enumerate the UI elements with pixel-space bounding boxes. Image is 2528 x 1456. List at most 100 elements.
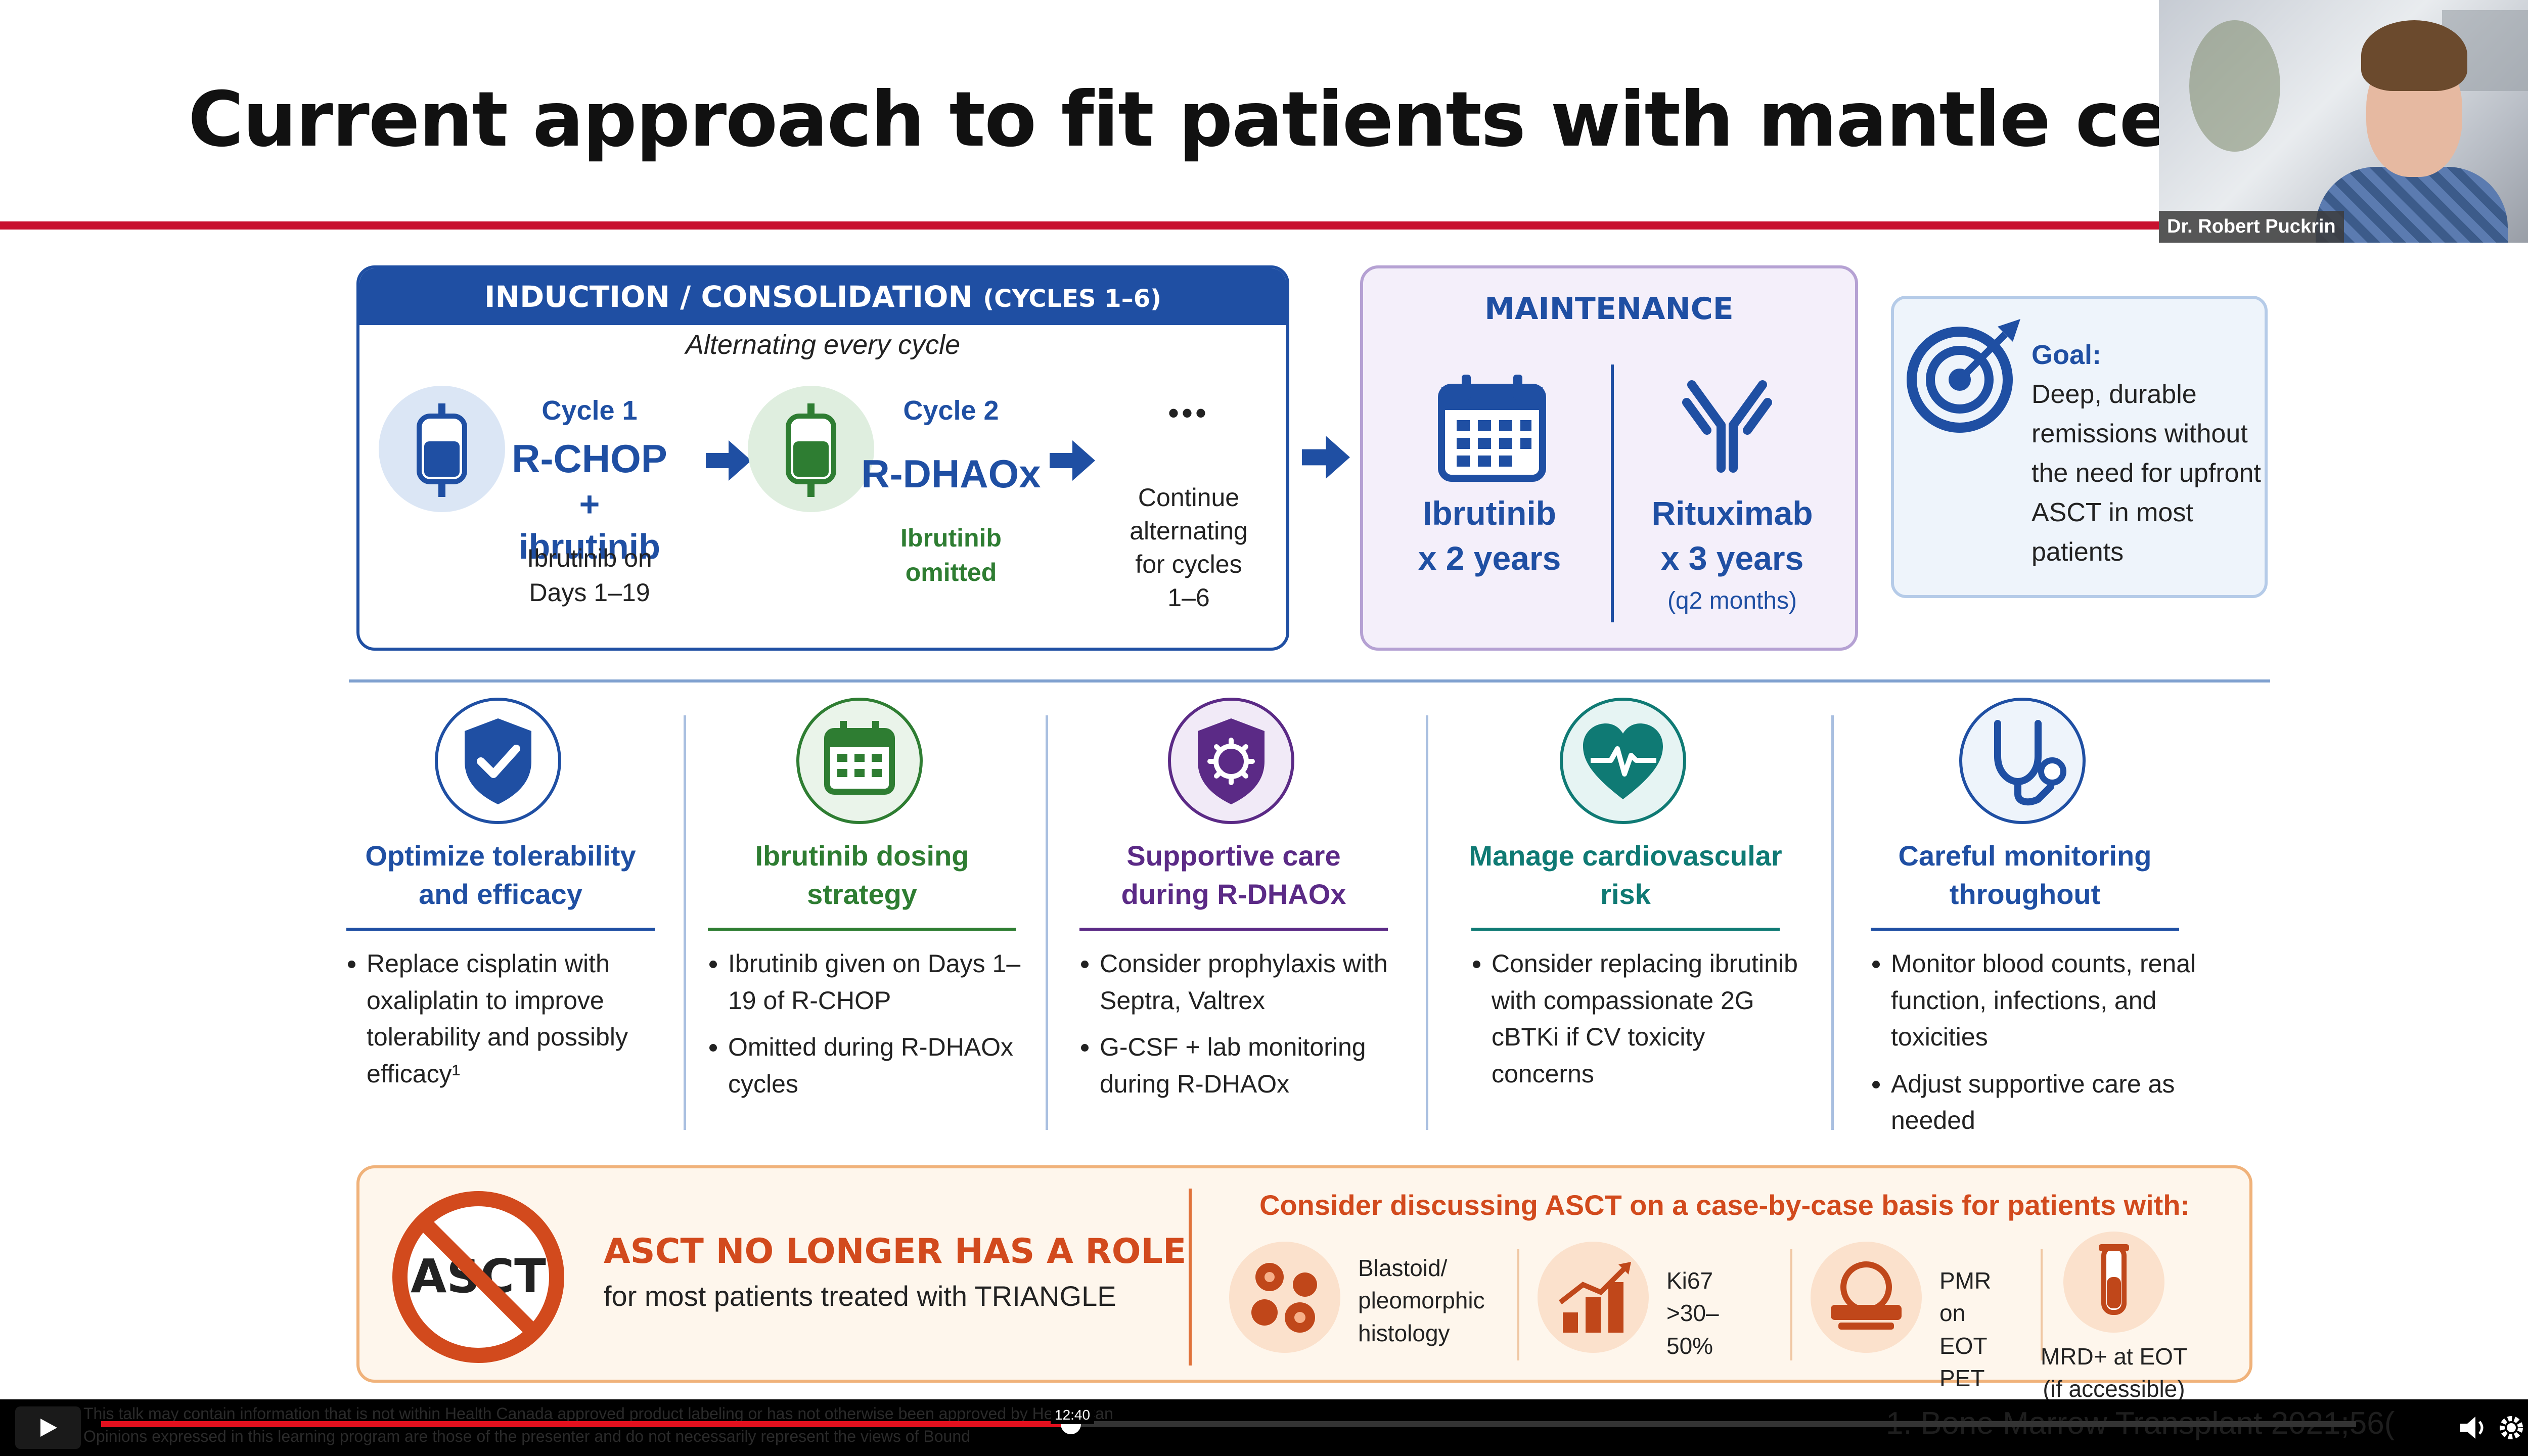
induction-box: INDUCTION / CONSOLIDATION (CYCLES 1–6) A…	[356, 265, 1289, 651]
cycle1-label: Cycle 1	[541, 395, 638, 426]
induction-header-text: INDUCTION / CONSOLIDATION	[484, 280, 973, 314]
ibrutinib-maintenance: Ibrutinib x 2 years	[1383, 491, 1596, 581]
goal-text: Deep, durable remissions without the nee…	[2032, 375, 2264, 572]
criterion-line: Ki67	[1666, 1267, 1713, 1294]
column-bullets: Consider prophylaxis with Septra, Valtre…	[1074, 945, 1408, 1112]
column-title-line1: Manage cardiovascular	[1469, 840, 1782, 872]
webcam-video: Dr. Robert Puckrin	[2159, 0, 2528, 243]
bullet: G-CSF + lab monitoring during R-DHAOx	[1100, 1029, 1408, 1102]
goal-line: remissions without	[2032, 419, 2248, 448]
no-asct-icon: ASCT	[392, 1191, 564, 1363]
presenter-hair	[2361, 20, 2467, 91]
goal-title: Goal:	[2032, 340, 2102, 370]
column-monitoring: Careful monitoring throughout Monitor bl…	[1850, 698, 2199, 1143]
goal-line: ASCT in most	[2032, 498, 2193, 527]
column-tolerability: Optimize tolerability and efficacy Repla…	[326, 698, 675, 1143]
criterion-separator	[2041, 1249, 2043, 1360]
criterion-line: pleomorphic	[1358, 1287, 1485, 1314]
continue-line: 1–6	[1167, 583, 1210, 612]
criterion-line: (if accessible)	[2043, 1376, 2185, 1402]
goal-line: the need for upfront	[2032, 459, 2261, 488]
continue-line: alternating	[1130, 517, 1248, 545]
column-separator	[1046, 715, 1048, 1130]
column-underline	[708, 928, 1016, 931]
drug1-line2: x 2 years	[1418, 539, 1561, 577]
bullet: Consider prophylaxis with Septra, Valtre…	[1100, 945, 1408, 1019]
column-title-line1: Supportive care	[1126, 840, 1341, 872]
cycle1-regimen-line1: R-CHOP	[512, 436, 667, 481]
column-title-line2: strategy	[807, 878, 917, 910]
disclaimer-line: Opinions expressed in this learning prog…	[83, 1427, 970, 1445]
cycle2-label: Cycle 2	[903, 395, 999, 426]
column-bullets: Ibrutinib given on Days 1–19 of R-CHOP O…	[703, 945, 1036, 1112]
criterion-text: PMR on EOT PET	[1939, 1264, 1991, 1395]
arrow-right-icon	[706, 440, 751, 481]
antibody-icon	[1682, 380, 1772, 473]
column-bullets: Consider replacing ibrutinib with compas…	[1466, 945, 1800, 1102]
cycle1-note-line1: Ibrutinib on	[527, 544, 652, 572]
cycle2-note: Ibrutinib omitted	[875, 521, 1027, 589]
rituximab-maintenance: Rituximab x 3 years	[1621, 491, 1843, 581]
criterion-line: Blastoid/	[1358, 1255, 1448, 1281]
slide-title: Current approach to fit patients with ma…	[188, 76, 2160, 164]
cycle1-regimen: R-CHOP + ibrutinib	[506, 435, 673, 568]
section-rule	[349, 679, 2270, 682]
background-plant	[2189, 20, 2280, 152]
criterion-line: EOT PET	[1939, 1332, 1987, 1392]
column-underline	[1079, 928, 1388, 931]
column-title: Careful monitoring throughout	[1850, 837, 2199, 913]
bullet: Consider replacing ibrutinib with compas…	[1492, 945, 1800, 1092]
presenter-shirt	[2316, 167, 2508, 243]
disclaimer-line: This talk may contain information that i…	[83, 1404, 1113, 1423]
settings-gear-icon[interactable]	[2495, 1412, 2527, 1444]
column-bullets: Replace cisplatin with oxaliplatin to im…	[341, 945, 675, 1102]
column-title-line2: and efficacy	[419, 878, 582, 910]
ellipsis: •••	[1168, 396, 1209, 430]
column-title-line1: Careful monitoring	[1898, 840, 2152, 872]
drug2-line2: x 3 years	[1660, 539, 1804, 577]
calendar-icon	[1438, 375, 1546, 482]
goal-box: Goal: Deep, durable remissions without t…	[1891, 296, 2268, 598]
criterion-text: Blastoid/ pleomorphic histology	[1358, 1252, 1485, 1349]
arrow-right-icon	[1302, 436, 1350, 479]
video-control-bar: This talk may contain information that i…	[0, 1399, 2528, 1456]
goal-line: patients	[2032, 537, 2124, 567]
play-button[interactable]	[15, 1406, 81, 1449]
calendar-green-icon	[796, 698, 923, 824]
cycle2-note-line1: Ibrutinib	[900, 524, 1002, 552]
induction-header-sub: (CYCLES 1–6)	[983, 285, 1162, 313]
iv-bag-icon	[379, 386, 505, 512]
criterion-line: histology	[1358, 1320, 1450, 1346]
column-title-line1: Ibrutinib dosing	[755, 840, 969, 872]
seek-bar[interactable]: 12:40	[101, 1406, 2356, 1434]
column-underline	[346, 928, 655, 931]
stethoscope-icon	[1959, 698, 2086, 824]
disclaimer-text: This talk may contain information that i…	[83, 1402, 1196, 1448]
continue-line: Continue	[1138, 483, 1240, 512]
column-title-line2: throughout	[1949, 878, 2101, 910]
volume-icon[interactable]	[2457, 1412, 2490, 1444]
heart-pulse-icon	[1560, 698, 1686, 824]
bullet: Replace cisplatin with oxaliplatin to im…	[367, 945, 675, 1092]
shield-check-icon	[435, 698, 561, 824]
rituximab-note: (q2 months)	[1667, 587, 1797, 614]
column-supportive-care: Supportive care during R-DHAOx Consider …	[1059, 698, 1408, 1143]
criterion-separator	[1517, 1249, 1519, 1360]
bullet: Ibrutinib given on Days 1–19 of R-CHOP	[728, 945, 1036, 1019]
alternating-label: Alternating every cycle	[685, 330, 961, 360]
criterion-line: PMR on	[1939, 1267, 1992, 1327]
play-icon	[40, 1419, 57, 1437]
maintenance-box: MAINTENANCE Ibrutinib x 2 years	[1360, 265, 1858, 651]
column-dosing: Ibrutinib dosing strategy Ibrutinib give…	[688, 698, 1036, 1143]
column-title-line2: during R-DHAOx	[1121, 878, 1346, 910]
arrow-right-icon	[1050, 440, 1095, 481]
seek-time-tooltip: 12:40	[1051, 1406, 1095, 1424]
column-title: Manage cardiovascular risk	[1451, 837, 1800, 913]
pet-scan-icon	[1811, 1242, 1922, 1353]
column-underline	[1471, 928, 1780, 931]
criterion-text: MRD+ at EOT (if accessible)	[2038, 1340, 2190, 1405]
column-title-line1: Optimize tolerability	[365, 840, 636, 872]
column-separator	[684, 715, 686, 1130]
criterion-line: >30–50%	[1666, 1300, 1719, 1359]
